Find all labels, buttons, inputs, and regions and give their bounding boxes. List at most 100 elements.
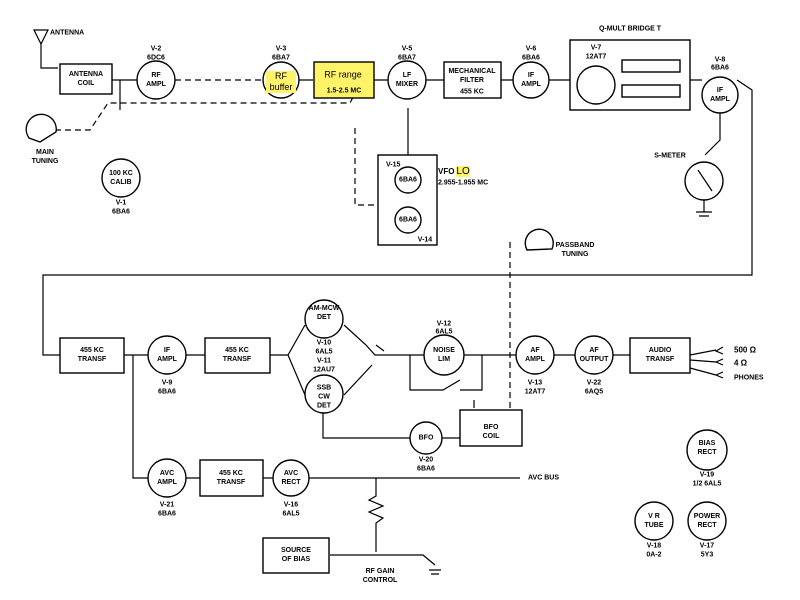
v2-id: V-2 <box>150 45 162 53</box>
vfo-tube-bottom-label: 6BA6 <box>399 216 417 224</box>
v14-id: V-14 <box>417 236 433 244</box>
v16-id: V-16 <box>283 501 299 509</box>
v17-id: V-17 <box>699 542 715 550</box>
out-500-label: 500 Ω <box>734 345 756 355</box>
bfo-label: BFO <box>418 434 434 442</box>
antenna-coil-box <box>59 63 113 95</box>
v3-tube: 6BA7 <box>272 54 290 62</box>
am-mcw-det-tube <box>304 299 344 339</box>
bfo-tube <box>409 421 443 455</box>
limiter-switch <box>409 355 483 391</box>
v17-tube: 5Y3 <box>700 551 714 559</box>
calib-label: 100 KC CALIB <box>109 170 133 186</box>
bias-rect-label: BIAS RECT <box>697 440 717 456</box>
v9-tube: 6BA6 <box>158 388 176 396</box>
transf-455-c-label: 455 KC TRANSF <box>216 470 246 486</box>
avc-ampl-label: AVC AMPL <box>157 470 177 486</box>
v1-id: V-1 <box>115 199 127 207</box>
noise-lim-label: NOISE LIM <box>433 347 455 363</box>
mechanical-filter-label: MECHANICAL FILTER <box>448 68 496 84</box>
signal-line <box>464 349 717 376</box>
source-bias-label: SOURCE OF BIAS <box>281 547 311 563</box>
qmult-label: Q-MULT BRIDGE T <box>598 25 662 33</box>
v19-id: V-19 <box>699 471 715 479</box>
ssb-cw-label: SSB CW DET <box>316 384 332 410</box>
af-output-label: AF OUTPUT <box>579 347 609 363</box>
smeter-label: S-METER <box>654 152 686 160</box>
ssb-cw-det-tube <box>304 374 344 414</box>
v18-id: V-18 <box>646 542 662 550</box>
v21-id: V-21 <box>159 501 175 509</box>
mechanical-filter-box <box>443 61 502 99</box>
v7-id: V-7 <box>590 44 602 52</box>
bfo-coil-box <box>459 409 523 447</box>
bfo-coil-label: BFO COIL <box>482 424 500 440</box>
v9-id: V-9 <box>161 379 173 387</box>
v12-tube: 6AL5 <box>435 328 453 336</box>
v3-id: V-3 <box>275 45 287 53</box>
transf-455-b-label: 455 KC TRANSF <box>222 347 252 363</box>
antenna-symbol <box>33 29 58 69</box>
transf-455-a-box <box>59 337 125 374</box>
power-rect-tube <box>687 501 727 541</box>
af-ampl-tube <box>515 335 555 375</box>
af-ampl-label: AF AMPL <box>525 347 545 363</box>
v8-tube: 6BA6 <box>711 64 729 72</box>
v10-id: V-10 <box>316 339 332 347</box>
passband-label: PASSBAND TUNING <box>555 242 595 258</box>
calib-tube <box>101 158 141 198</box>
qmult-element-2 <box>621 84 681 98</box>
bfo-line <box>322 400 475 439</box>
rf-buffer-label: RF buffer <box>266 71 296 93</box>
v11-id: V-11 <box>316 357 332 365</box>
main-tuning-knob <box>25 113 57 143</box>
avc-rect-tube <box>272 459 310 497</box>
transf-455-a-label: 455 KC TRANSF <box>77 347 107 363</box>
v6-id: V-6 <box>525 45 537 53</box>
v6-tube: 6BA6 <box>522 54 540 62</box>
transf-455-c-box <box>199 459 264 497</box>
vr-tube <box>634 501 674 541</box>
signal-line <box>112 79 137 110</box>
if-ampl-v9-label: IF AMPL <box>157 347 177 363</box>
phones-label: PHONES <box>734 374 764 382</box>
source-bias-box <box>262 537 330 574</box>
avc-ampl-tube <box>147 458 187 498</box>
v20-id: V-20 <box>418 456 434 464</box>
v8-id: V-8 <box>714 56 726 64</box>
rf-range-freq: 1.5-2.5 MC <box>326 87 362 95</box>
antenna-coil-label: ANTENNA COIL <box>68 71 104 87</box>
am-mcw-label: AM-MCW DET <box>308 305 340 321</box>
v5-tube: 6BA7 <box>398 54 416 62</box>
vfo-tube-top <box>394 166 422 194</box>
v7-tube: 12AT7 <box>585 53 607 61</box>
vfo-label: VFO LO <box>438 166 470 177</box>
if-ampl-label: IF AMPL <box>521 72 541 88</box>
if-ampl-tube <box>512 61 550 99</box>
smeter-line <box>696 112 721 217</box>
v19-tube: 1/2 6AL5 <box>692 480 722 488</box>
if-ampl-v9-tube <box>147 335 187 375</box>
v10-tube: 6AL5 <box>315 348 333 356</box>
out-4-label: 4 Ω <box>734 358 748 368</box>
smeter-needle <box>697 169 713 192</box>
v16-tube: 6AL5 <box>282 510 300 518</box>
v13-tube: 12AT7 <box>524 388 546 396</box>
antenna-label: ANTENNA <box>50 29 85 37</box>
rf-ampl-tube <box>136 60 176 100</box>
avc-rect-label: AVC RECT <box>281 470 301 486</box>
tuning-shaft-dashed <box>354 128 378 206</box>
audio-transf-box <box>629 337 691 374</box>
rf-gain-line <box>330 478 441 575</box>
v11-tube: 12AU7 <box>313 366 335 374</box>
mechanical-filter-freq: 455 KC <box>460 88 484 96</box>
qmult-element-1 <box>621 59 681 73</box>
vfo-freq: 2.955-1.955 MC <box>438 179 489 187</box>
output-terminals <box>714 346 724 379</box>
v21-tube: 6BA6 <box>158 510 176 518</box>
avc-bus-label: AVC BUS <box>528 474 559 482</box>
transf-455-b-box <box>204 337 271 374</box>
lf-mixer-label: LF MIXER <box>395 72 419 88</box>
signal-line <box>124 324 306 396</box>
